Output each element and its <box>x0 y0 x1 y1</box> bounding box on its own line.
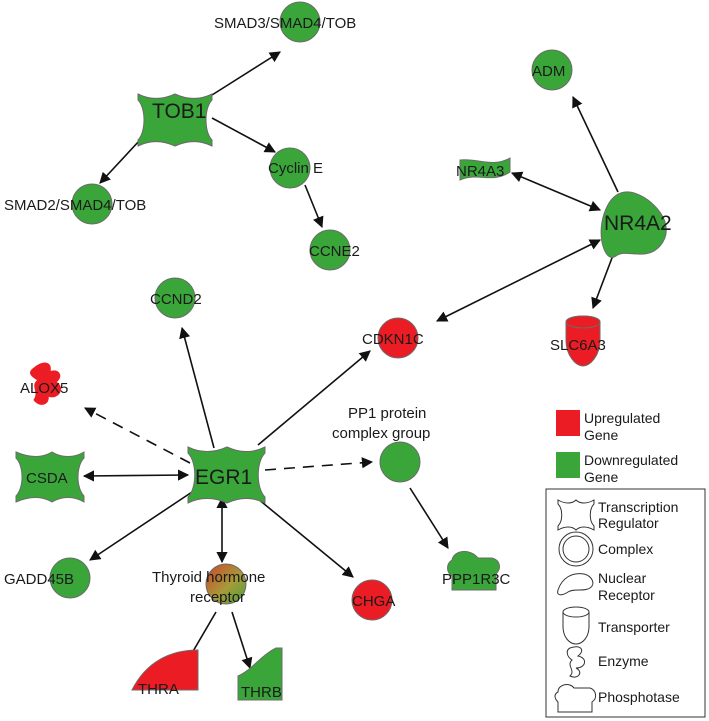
node-ppp1r3c <box>447 551 500 591</box>
label-smad2: SMAD2/SMAD4/TOB <box>4 197 146 214</box>
legend-shapes-box <box>545 488 706 718</box>
edge-egr1-ccnd2 <box>179 326 215 449</box>
edge-tob1-smad3 <box>211 51 281 96</box>
edge-egr1-alox5 <box>84 407 191 464</box>
legend-nr-line2: Receptor <box>598 587 655 603</box>
label-thra: THRA <box>138 681 179 698</box>
node-nr4a3 <box>459 157 511 181</box>
legend-phosphatase-icon <box>554 684 597 713</box>
node-cdkn1c <box>377 317 419 359</box>
label-ccne2: CCNE2 <box>309 243 360 260</box>
label-chga: CHGA <box>352 593 395 610</box>
node-tob1 <box>137 93 213 147</box>
legend-complex-label: Complex <box>598 541 653 557</box>
label-csda: CSDA <box>26 470 68 487</box>
label-pp1-line1: PP1 protein <box>348 405 426 422</box>
label-adm: ADM <box>532 63 565 80</box>
node-cyclin-e <box>269 147 311 189</box>
edge-egr1-gadd45b <box>89 491 193 561</box>
edge-nr4a2-nr4a3 <box>510 171 602 212</box>
label-thyroid-line1: Thyroid hormone <box>152 569 265 586</box>
node-pp1-complex <box>379 441 421 483</box>
legend-up-line1: Upregulated <box>584 410 660 426</box>
node-labels: TOB1 SMAD3/SMAD4/TOB SMAD2/SMAD4/TOB Cyc… <box>4 15 672 701</box>
node-slc6a3-cap <box>565 315 601 329</box>
edge-tob1-smad2 <box>99 139 141 184</box>
legend-transporter-icon-cap <box>562 606 590 618</box>
label-thrb: THRB <box>241 684 282 701</box>
node-gadd45b <box>49 557 91 599</box>
label-slc6a3: SLC6A3 <box>550 337 606 354</box>
edge-nr4a2-adm <box>572 95 619 193</box>
edge-cyclin-e-ccne2 <box>304 184 324 229</box>
node-chga <box>351 579 393 621</box>
legend-tr-line2: Regulator <box>598 515 659 531</box>
edge-egr1-pp1 <box>264 457 374 471</box>
label-egr1: EGR1 <box>195 466 252 489</box>
legend-swatch-up <box>556 410 580 436</box>
legend-transporter-icon <box>562 611 590 645</box>
label-ppp1r3c: PPP1R3C <box>442 571 511 588</box>
legend-transporter-label: Transporter <box>598 619 670 635</box>
legend-nuclear-receptor-icon <box>557 573 594 596</box>
label-smad3: SMAD3/SMAD4/TOB <box>214 15 356 32</box>
label-alox5: ALOX5 <box>20 380 68 397</box>
edge-egr1-csda <box>82 469 190 482</box>
label-cyclin-e: Cyclin E <box>268 160 323 177</box>
edge-thyroid-thrb <box>231 611 253 670</box>
node-ccne2 <box>309 229 351 271</box>
label-ccnd2: CCND2 <box>150 291 202 308</box>
node-csda <box>15 451 85 503</box>
edges <box>82 51 619 670</box>
legend-swatch-down <box>556 452 580 478</box>
legend-down-line1: Downregulated <box>584 452 678 468</box>
node-alox5 <box>30 362 61 405</box>
node-thra <box>131 649 199 691</box>
label-nr4a2: NR4A2 <box>604 212 672 235</box>
legend-transcription-regulator-icon <box>557 499 595 531</box>
node-thrb <box>237 647 283 701</box>
node-thyroid-receptor <box>205 563 247 605</box>
legend-nr-line1: Nuclear <box>598 570 647 586</box>
edge-pp1-ppp1r3c <box>409 487 449 549</box>
node-smad2-complex <box>71 183 113 225</box>
label-gadd45b: GADD45B <box>4 571 74 588</box>
edge-nr4a2-slc6a3 <box>591 249 616 310</box>
legend-complex-icon-inner <box>562 535 590 563</box>
legend-down-line2: Gene <box>584 469 618 485</box>
legend: Upregulated Gene Downregulated Gene Tran… <box>545 410 706 718</box>
label-thyroid-line2: receptor <box>190 589 245 606</box>
label-pp1-line2: complex group <box>332 425 430 442</box>
node-nr4a2 <box>600 191 667 258</box>
legend-enzyme-icon <box>566 646 585 678</box>
label-nr4a3: NR4A3 <box>456 163 504 180</box>
edge-egr1-chga <box>251 493 354 578</box>
edge-nr4a2-cdkn1c <box>435 239 602 322</box>
edge-tob1-cyclin-e <box>211 117 276 153</box>
node-smad3-complex <box>279 1 321 43</box>
edge-egr1-cdkn1c <box>257 350 371 446</box>
node-ccnd2 <box>154 277 196 319</box>
label-cdkn1c: CDKN1C <box>362 331 424 348</box>
node-egr1 <box>187 446 266 504</box>
legend-enzyme-label: Enzyme <box>598 653 649 669</box>
legend-phosphatase-label: Phosphotase <box>598 689 680 705</box>
node-adm <box>531 49 573 91</box>
legend-up-line2: Gene <box>584 427 618 443</box>
label-tob1: TOB1 <box>152 100 206 123</box>
legend-tr-line1: Transcription <box>598 499 678 515</box>
